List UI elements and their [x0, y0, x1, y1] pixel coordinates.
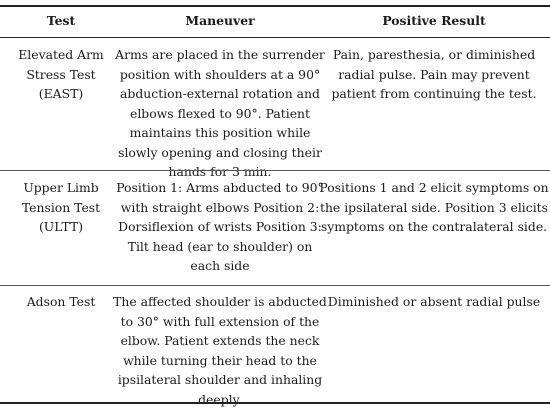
header-positive-result: Positive Result — [382, 13, 486, 28]
row-east-test: Elevated Arm Stress Test (EAST) — [18, 47, 104, 101]
table-bottom-rule — [0, 402, 550, 404]
row-adson-result: Diminished or absent radial pulse — [327, 294, 541, 309]
row-adson-test: Adson Test — [26, 294, 96, 309]
row-east-maneuver: Arms are placed in the surrender positio… — [115, 47, 325, 179]
table-top-rule — [0, 5, 550, 7]
row-divider — [0, 170, 550, 171]
header-rule — [0, 37, 550, 38]
header-maneuver: Maneuver — [185, 13, 255, 28]
row-ultt-maneuver: Position 1: Arms abducted to 90° with st… — [116, 180, 324, 273]
row-adson-maneuver: The affected shoulder is abducted to 30°… — [113, 294, 327, 407]
row-ultt-test: Upper Limb Tension Test (ULTT) — [21, 180, 101, 234]
header-test: Test — [46, 13, 76, 28]
row-divider — [0, 285, 550, 286]
row-ultt-result: Positions 1 and 2 elicit symptoms on the… — [319, 180, 549, 234]
row-east-result: Pain, paresthesia, or diminished radial … — [331, 47, 537, 101]
